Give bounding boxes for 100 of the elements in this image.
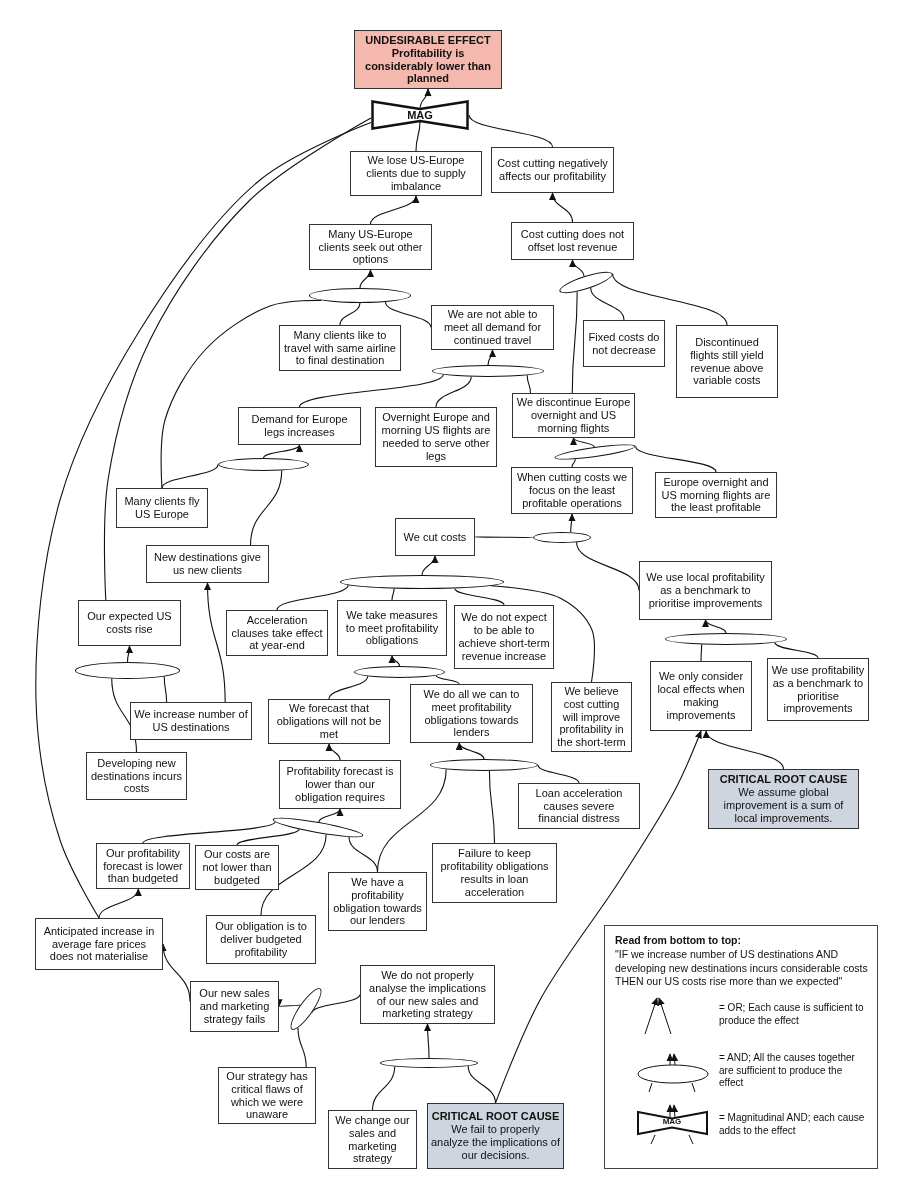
and-connector-ellipse — [309, 288, 411, 303]
box-text: Many US-Europe clients seek out other options — [317, 227, 424, 267]
box-text: When cutting costs we focus on the least profitable operations — [515, 471, 629, 510]
cause-box — [116, 488, 208, 528]
box-text: We change our sales and marketing strategy — [334, 1113, 411, 1166]
box-text: We increase number of US destinations — [134, 708, 248, 734]
undesirable-effect-box — [354, 30, 502, 89]
causal-arrow — [494, 730, 702, 1104]
connector-line — [160, 299, 322, 489]
box-text: Cost cutting negatively affects our profitability — [496, 157, 609, 183]
connector-line — [260, 833, 327, 916]
connector-line — [435, 376, 472, 408]
box-text: Our costs are not lower than budgeted — [201, 848, 273, 887]
connector-line — [612, 273, 728, 326]
box-text: We lose US-Europe clients due to supply imbalance — [365, 154, 467, 193]
box-text: We have a profitability obligation towards our lenders — [332, 875, 423, 928]
connector-line — [163, 676, 168, 703]
box-heading: UNDESIRABLE EFFECT — [365, 33, 491, 47]
connector-line — [700, 643, 703, 662]
box-text: We fail to properly analyze the implications of our decisions. — [431, 1123, 560, 1162]
box-text: Loan acceleration causes severe financial distress — [534, 786, 624, 826]
connector-line — [142, 821, 276, 844]
cause-box — [639, 561, 772, 620]
and-connector-ellipse — [533, 532, 591, 543]
cause-box — [146, 545, 269, 583]
box-text: We forecast that obligations will not be met — [275, 702, 383, 741]
connector-line — [571, 291, 578, 394]
cause-box — [491, 147, 614, 193]
causal-arrow — [572, 437, 595, 448]
causal-arrow — [421, 555, 438, 576]
cause-box — [96, 843, 190, 889]
box-text: Failure to keep profitability obligations results in loan acceleration — [439, 847, 550, 899]
box-text: Overnight Europe and morning US flights are needed to serve other legs — [380, 411, 492, 463]
box-text: Fixed costs do not decrease — [587, 330, 661, 357]
box-text: Discontinued flights still yield revenue above variable costs — [689, 335, 765, 388]
causal-arrow — [98, 888, 141, 919]
connector-line — [526, 374, 531, 394]
causal-arrow — [705, 730, 785, 770]
legend-note: "IF we increase number of US destinations AND developing new destinations incurs considerable costs THEN our US costs rise more than we expected" — [615, 948, 869, 989]
cause-box — [35, 918, 163, 970]
causal-arrow — [326, 743, 341, 761]
box-text: We assume global improvement is a sum of local improvements. — [722, 786, 845, 825]
cause-box — [583, 320, 665, 367]
connector-line — [371, 1066, 396, 1111]
causal-arrow — [457, 742, 485, 760]
connector-line — [435, 675, 460, 685]
root-cause-box — [427, 1103, 564, 1169]
box-text: Anticipated increase in average fare prices does not materialise — [42, 924, 156, 964]
box-text: Many clients fly US Europe — [123, 495, 201, 521]
causal-arrow — [487, 349, 496, 366]
and-connector-ellipse — [432, 365, 544, 377]
connector-line — [391, 588, 395, 601]
connector-line — [328, 675, 369, 700]
cause-box — [337, 600, 447, 656]
connector-line — [590, 287, 625, 321]
causal-arrow — [369, 195, 418, 225]
connector-line — [297, 1027, 307, 1068]
connector-line — [537, 764, 580, 784]
causal-arrow — [318, 808, 342, 823]
box-text: We are not able to meet all demand for continued travel — [442, 308, 543, 347]
connector-line — [161, 463, 219, 489]
connector-label: MAG — [407, 108, 433, 122]
box-text: We take measures to meet profitability obligations — [344, 608, 440, 648]
cause-box — [309, 224, 432, 270]
connector-line — [35, 121, 372, 919]
box-text: Our obligation is to deliver budgeted profitability — [214, 920, 308, 959]
cause-box — [279, 760, 401, 809]
box-text: Our new sales and marketing strategy fails — [198, 987, 271, 1026]
cause-box — [206, 915, 316, 964]
connector-line — [774, 642, 819, 659]
box-text: Europe overnight and US morning flights are the least profitable — [660, 475, 772, 515]
cause-box — [350, 151, 482, 196]
box-text: New destinations give us new clients — [153, 551, 262, 577]
causal-arrow — [278, 1000, 301, 1008]
cause-box — [650, 661, 752, 731]
causal-arrow — [568, 513, 576, 533]
and-connector-ellipse — [430, 759, 538, 771]
causal-arrow — [359, 269, 374, 289]
connector-line — [490, 585, 595, 683]
box-text: Our strategy has critical flaws of which we were unaware — [225, 1069, 309, 1122]
box-text: We only consider local effects when making improvements — [656, 670, 746, 722]
connector-line — [103, 117, 372, 601]
connector-line — [250, 469, 283, 546]
cause-box — [218, 1067, 316, 1124]
causal-arrow — [549, 192, 574, 223]
box-text: We do not properly analyse the implications of our new sales and marketing strategy — [368, 968, 487, 1021]
cause-box — [238, 407, 361, 445]
box-text: We do all we can to meet profitability obligations towards lenders — [422, 687, 521, 740]
cause-box — [360, 965, 495, 1024]
legend-text: = OR; Each cause is sufficient to produce the effect — [719, 1002, 865, 1027]
causal-arrow — [204, 582, 226, 703]
cause-box — [195, 845, 279, 890]
box-text: We believe cost cutting will improve profitability in the short-term — [556, 684, 627, 750]
connector-line — [298, 374, 444, 408]
box-text: We use profitability as a benchmark to prioritise improvements — [771, 663, 865, 716]
connector-line — [571, 458, 576, 468]
cause-box — [432, 843, 557, 903]
box-text: Our expected US costs rise — [86, 610, 173, 636]
cause-box — [78, 600, 181, 646]
cause-box — [676, 325, 778, 398]
